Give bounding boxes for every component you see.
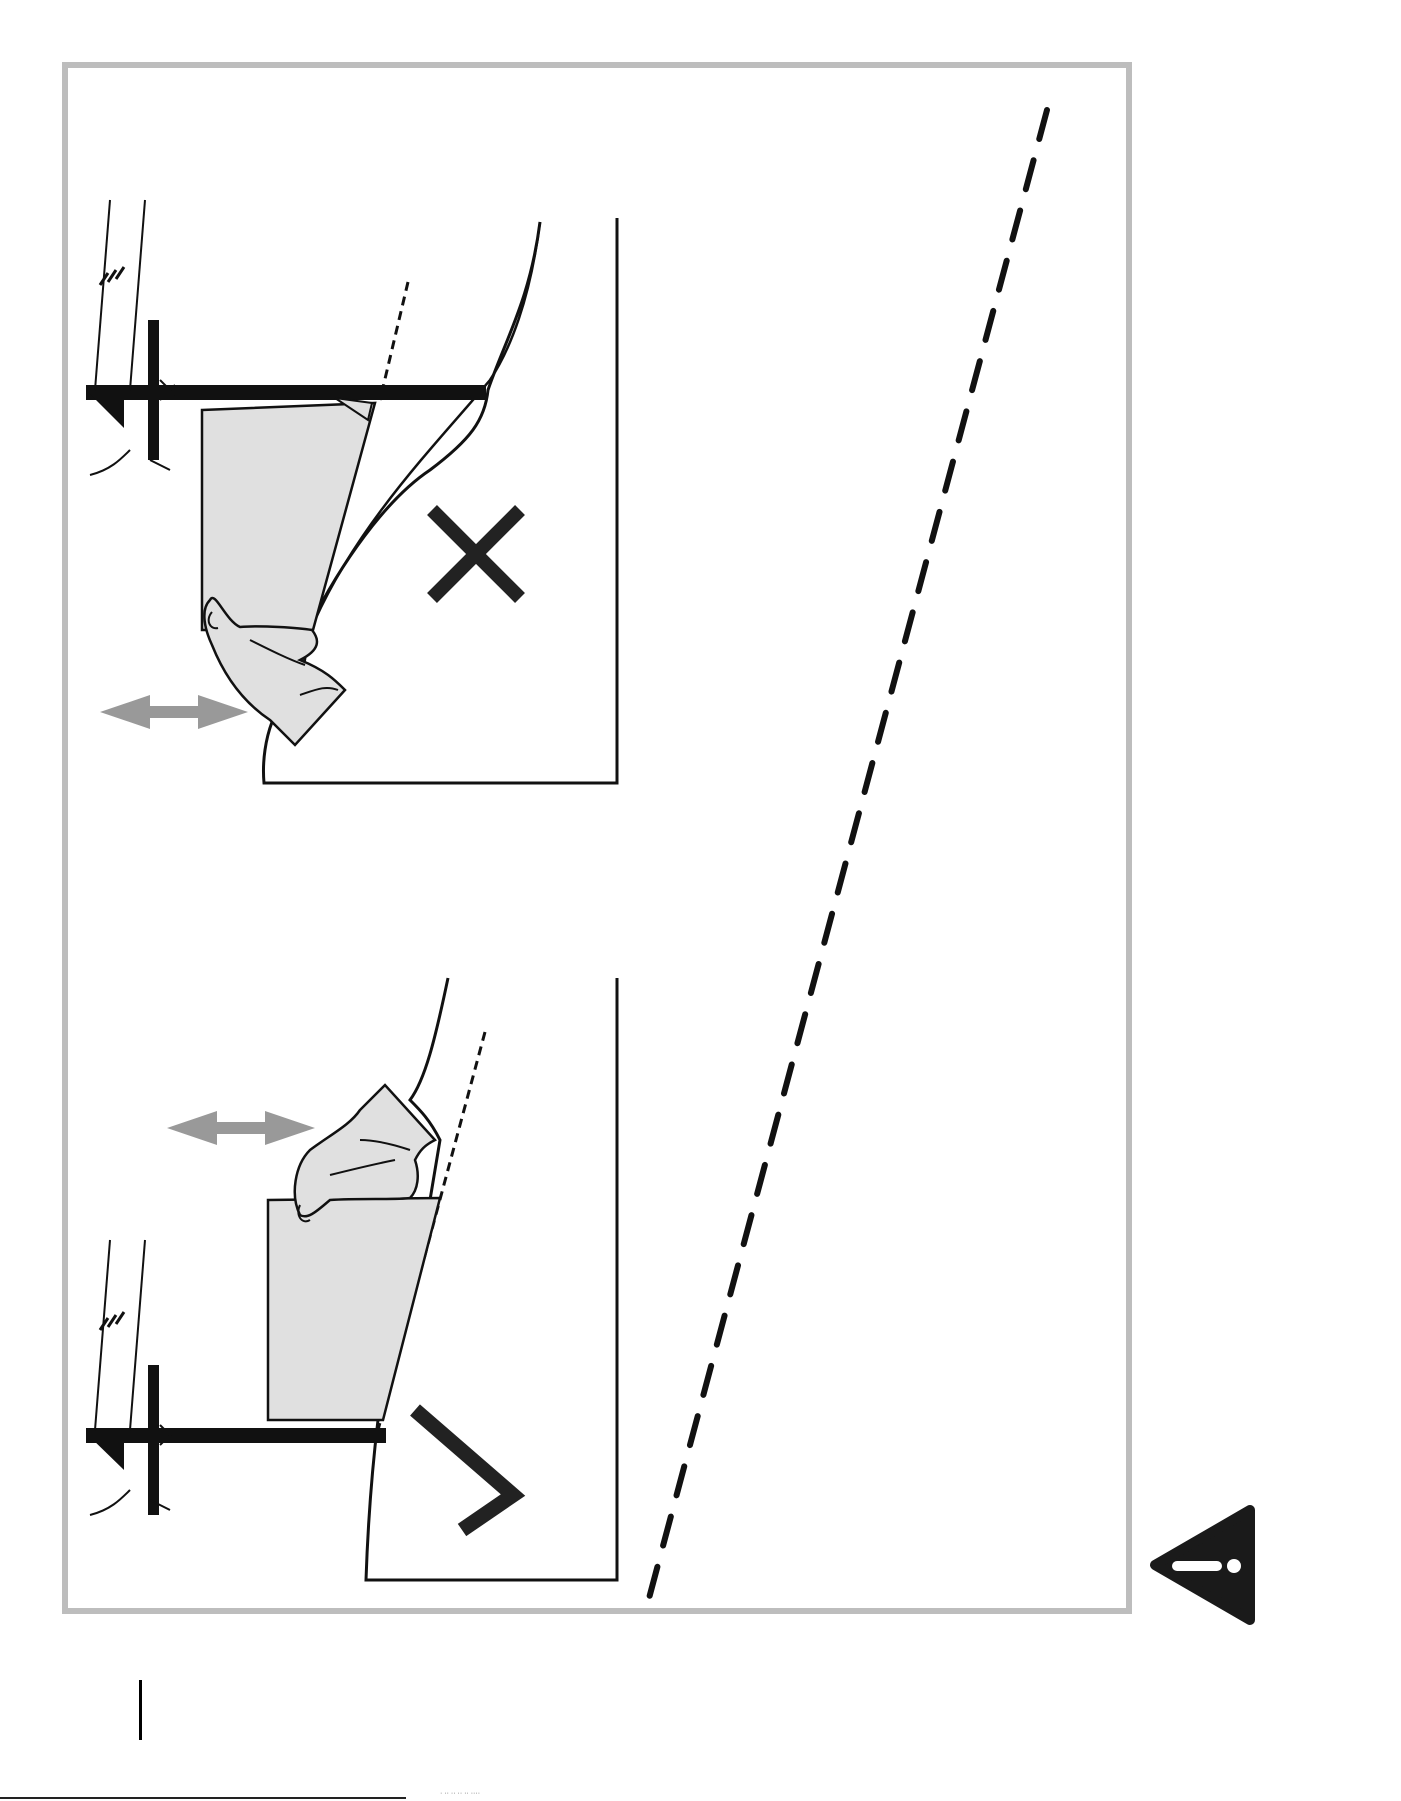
footer-text: · ·· ·· ·· ·· ···· xyxy=(440,1790,480,1797)
check-icon xyxy=(415,1410,513,1530)
paper-sheet-bottom xyxy=(268,1198,440,1420)
double-arrow-icon xyxy=(100,695,248,729)
footer-rule xyxy=(0,1797,406,1799)
diagonal-fold-line xyxy=(648,110,1047,1602)
cut-guide-top xyxy=(380,282,408,400)
panel-incorrect xyxy=(86,200,617,783)
warning-icon xyxy=(1155,1510,1250,1620)
page-side-rule xyxy=(139,1680,142,1740)
double-arrow-icon xyxy=(167,1111,315,1145)
panel-correct xyxy=(86,978,617,1580)
paper-sheet-top xyxy=(202,403,375,630)
cross-icon xyxy=(432,510,520,598)
